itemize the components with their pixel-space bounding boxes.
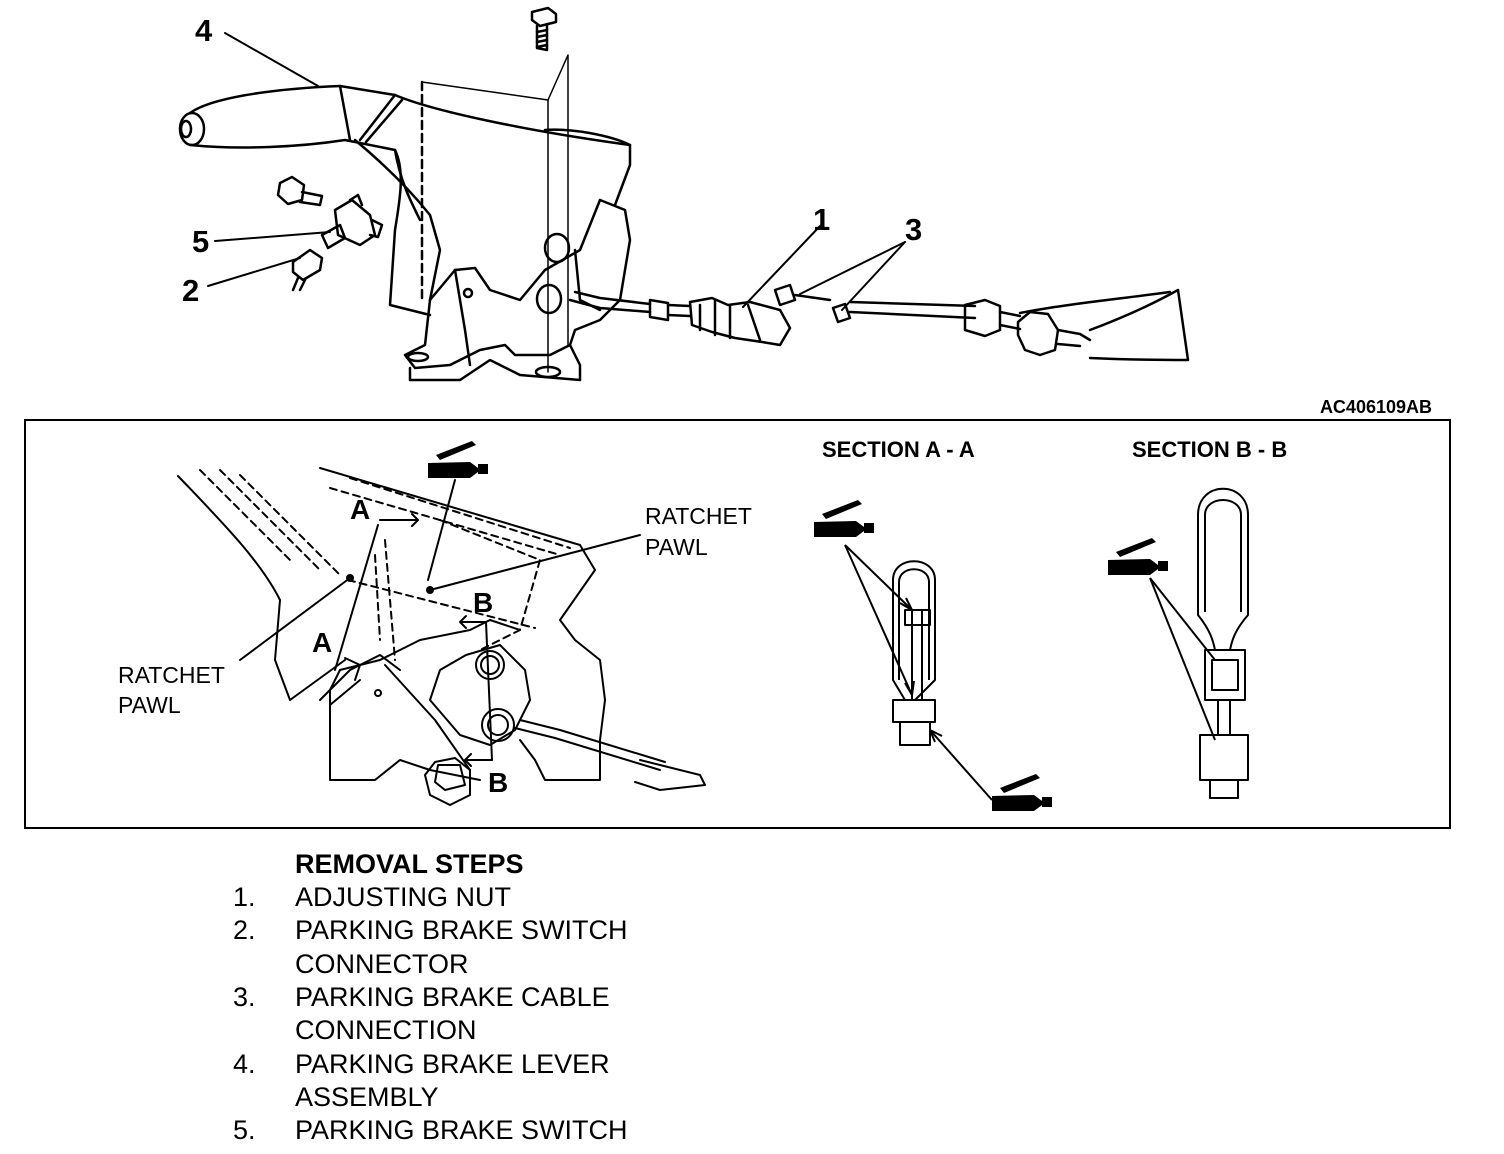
callout-3: 3 (905, 212, 922, 247)
callout-2: 2 (182, 273, 199, 308)
callout-4: 4 (195, 13, 213, 48)
grease-gun-icon (1108, 538, 1168, 575)
step-text: CONNECTOR (295, 949, 469, 979)
ratchet-pawl-label-upper-1: RATCHET (645, 503, 752, 529)
step-text: PARKING BRAKE LEVER (295, 1049, 610, 1079)
step-text: PARKING BRAKE SWITCH (295, 915, 628, 945)
bolt-icon (530, 6, 558, 52)
step-number: 2. (233, 915, 256, 945)
section-letter-b-bottom: B (488, 767, 508, 798)
adjusting-nut (773, 283, 797, 307)
step-number: 4. (233, 1049, 256, 1079)
cable-connection (793, 288, 1190, 362)
grease-gun-icon (428, 441, 488, 478)
step-text: PARKING BRAKE CABLE (295, 982, 610, 1012)
step-text: ADJUSTING NUT (295, 882, 511, 912)
step-number: 5. (233, 1115, 256, 1145)
ratchet-pawl-label-left-1: RATCHET (118, 662, 225, 688)
section-letter-a-bottom: A (312, 627, 332, 658)
step-number: 1. (233, 882, 256, 912)
grease-gun-icon (814, 500, 874, 537)
parking-brake-switch (320, 193, 384, 250)
grease-gun-icon (992, 774, 1052, 811)
ratchet-pawl-label-upper-2: PAWL (645, 534, 708, 560)
section-a-drawing (844, 544, 993, 801)
parking-brake-lever-assembly (178, 54, 632, 382)
detail-frame (24, 419, 1451, 829)
step-text: PARKING BRAKE SWITCH (295, 1115, 628, 1145)
step-text: ASSEMBLY (295, 1082, 439, 1112)
step-number: 3. (233, 982, 256, 1012)
removal-steps-heading: REMOVAL STEPS (295, 849, 524, 879)
section-a-title: SECTION A - A (822, 437, 975, 462)
section-letter-b-top: B (473, 587, 493, 618)
detail-lever-view (177, 467, 706, 806)
switch-bolt-icon (276, 175, 324, 207)
section-b-title: SECTION B - B (1132, 437, 1287, 462)
parking-brake-cable (568, 290, 792, 347)
figure-code: AC406109AB (1320, 397, 1432, 417)
section-b-drawing (1149, 487, 1249, 799)
step-text: CONNECTION (295, 1015, 477, 1045)
ratchet-pawl-label-left-2: PAWL (118, 692, 181, 718)
callout-leaders (207, 32, 906, 311)
callout-5: 5 (192, 224, 209, 259)
section-letter-a-top: A (350, 494, 370, 525)
parking-brake-switch-connector (291, 248, 324, 292)
callout-1: 1 (813, 202, 830, 237)
